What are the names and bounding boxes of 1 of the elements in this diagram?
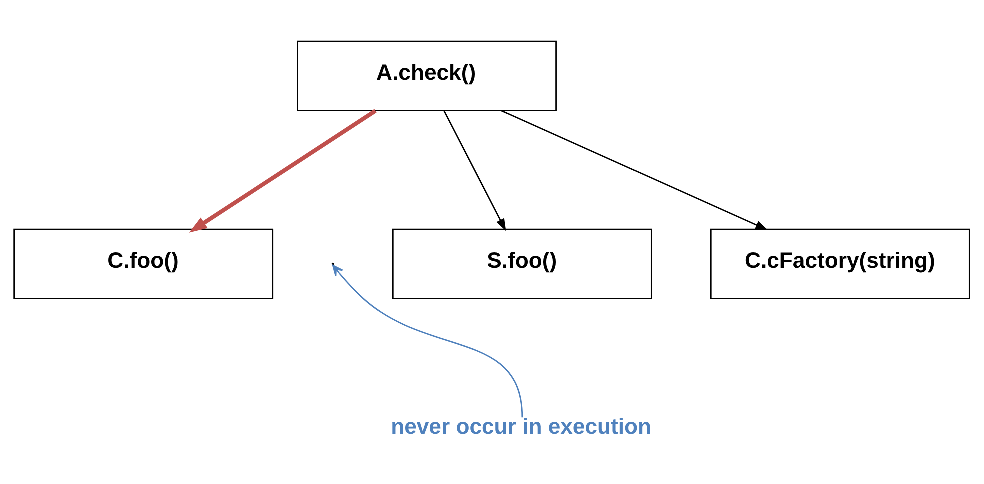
node-text: never occur in execution [391,414,652,439]
